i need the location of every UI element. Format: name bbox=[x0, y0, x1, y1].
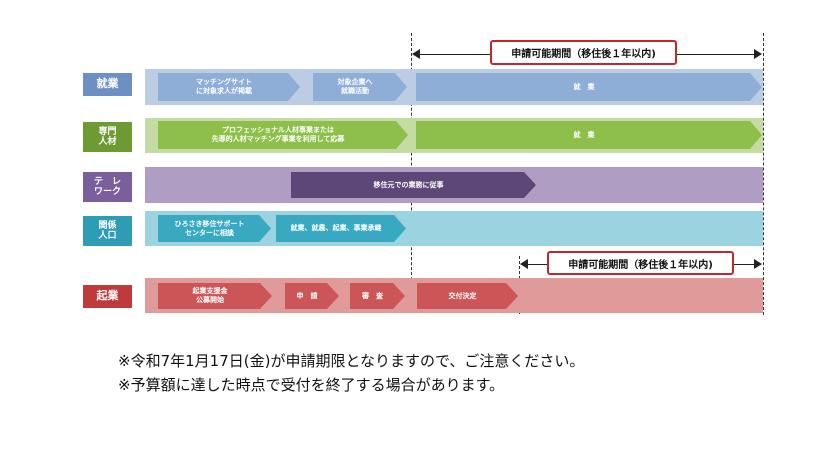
step-employment-senmon: 就 業 bbox=[416, 121, 762, 149]
arrowhead-left-icon bbox=[412, 49, 420, 59]
step-professional-matching: プロフェッショナル人材事業または 先導的人材マッチング事業を利用して応募 bbox=[158, 121, 408, 149]
step-remote-work: 移住元での業務に従事 bbox=[291, 172, 536, 198]
row-label-senmon: 専門 人材 bbox=[83, 122, 132, 152]
row-label-kigyo: 起業 bbox=[83, 285, 132, 308]
application-period-label-top: 申請可能期間（移住後１年以内) bbox=[490, 40, 677, 65]
step-support-center: ひろさき移住サポート センターに相談 bbox=[158, 215, 271, 242]
note-deadline: ※令和7年1月17日(金)が申請期限となりますので、ご注意ください。 bbox=[118, 352, 585, 370]
period-end-line bbox=[763, 33, 764, 315]
step-matching-site: マッチングサイト に対象求人が掲載 bbox=[158, 73, 300, 101]
step-grant-decision: 交付決定 bbox=[417, 283, 518, 309]
step-application: 申 請 bbox=[285, 283, 339, 309]
row-label-shugyo: 就業 bbox=[83, 73, 132, 96]
row-label-telework: テ レ ワーク bbox=[83, 172, 132, 202]
arrowhead-right-icon bbox=[754, 259, 762, 269]
row-label-kankei: 関係 人口 bbox=[83, 216, 132, 246]
step-job-hunting: 対象企業へ 就職活動 bbox=[313, 73, 407, 101]
note-budget: ※予算額に達した時点で受付を終了する場合があります。 bbox=[118, 376, 505, 394]
application-period-label-bottom: 申請可能期間（移住後１年以内) bbox=[547, 251, 734, 275]
step-review: 審 査 bbox=[350, 283, 405, 309]
arrowhead-left-icon bbox=[520, 259, 528, 269]
step-employment-business: 就業、就農、起業、事業承継 bbox=[276, 215, 406, 242]
arrowhead-right-icon bbox=[754, 49, 762, 59]
step-employment-shugyo: 就 業 bbox=[416, 73, 762, 101]
step-public-offering: 起業支援金 公募開始 bbox=[158, 283, 272, 309]
